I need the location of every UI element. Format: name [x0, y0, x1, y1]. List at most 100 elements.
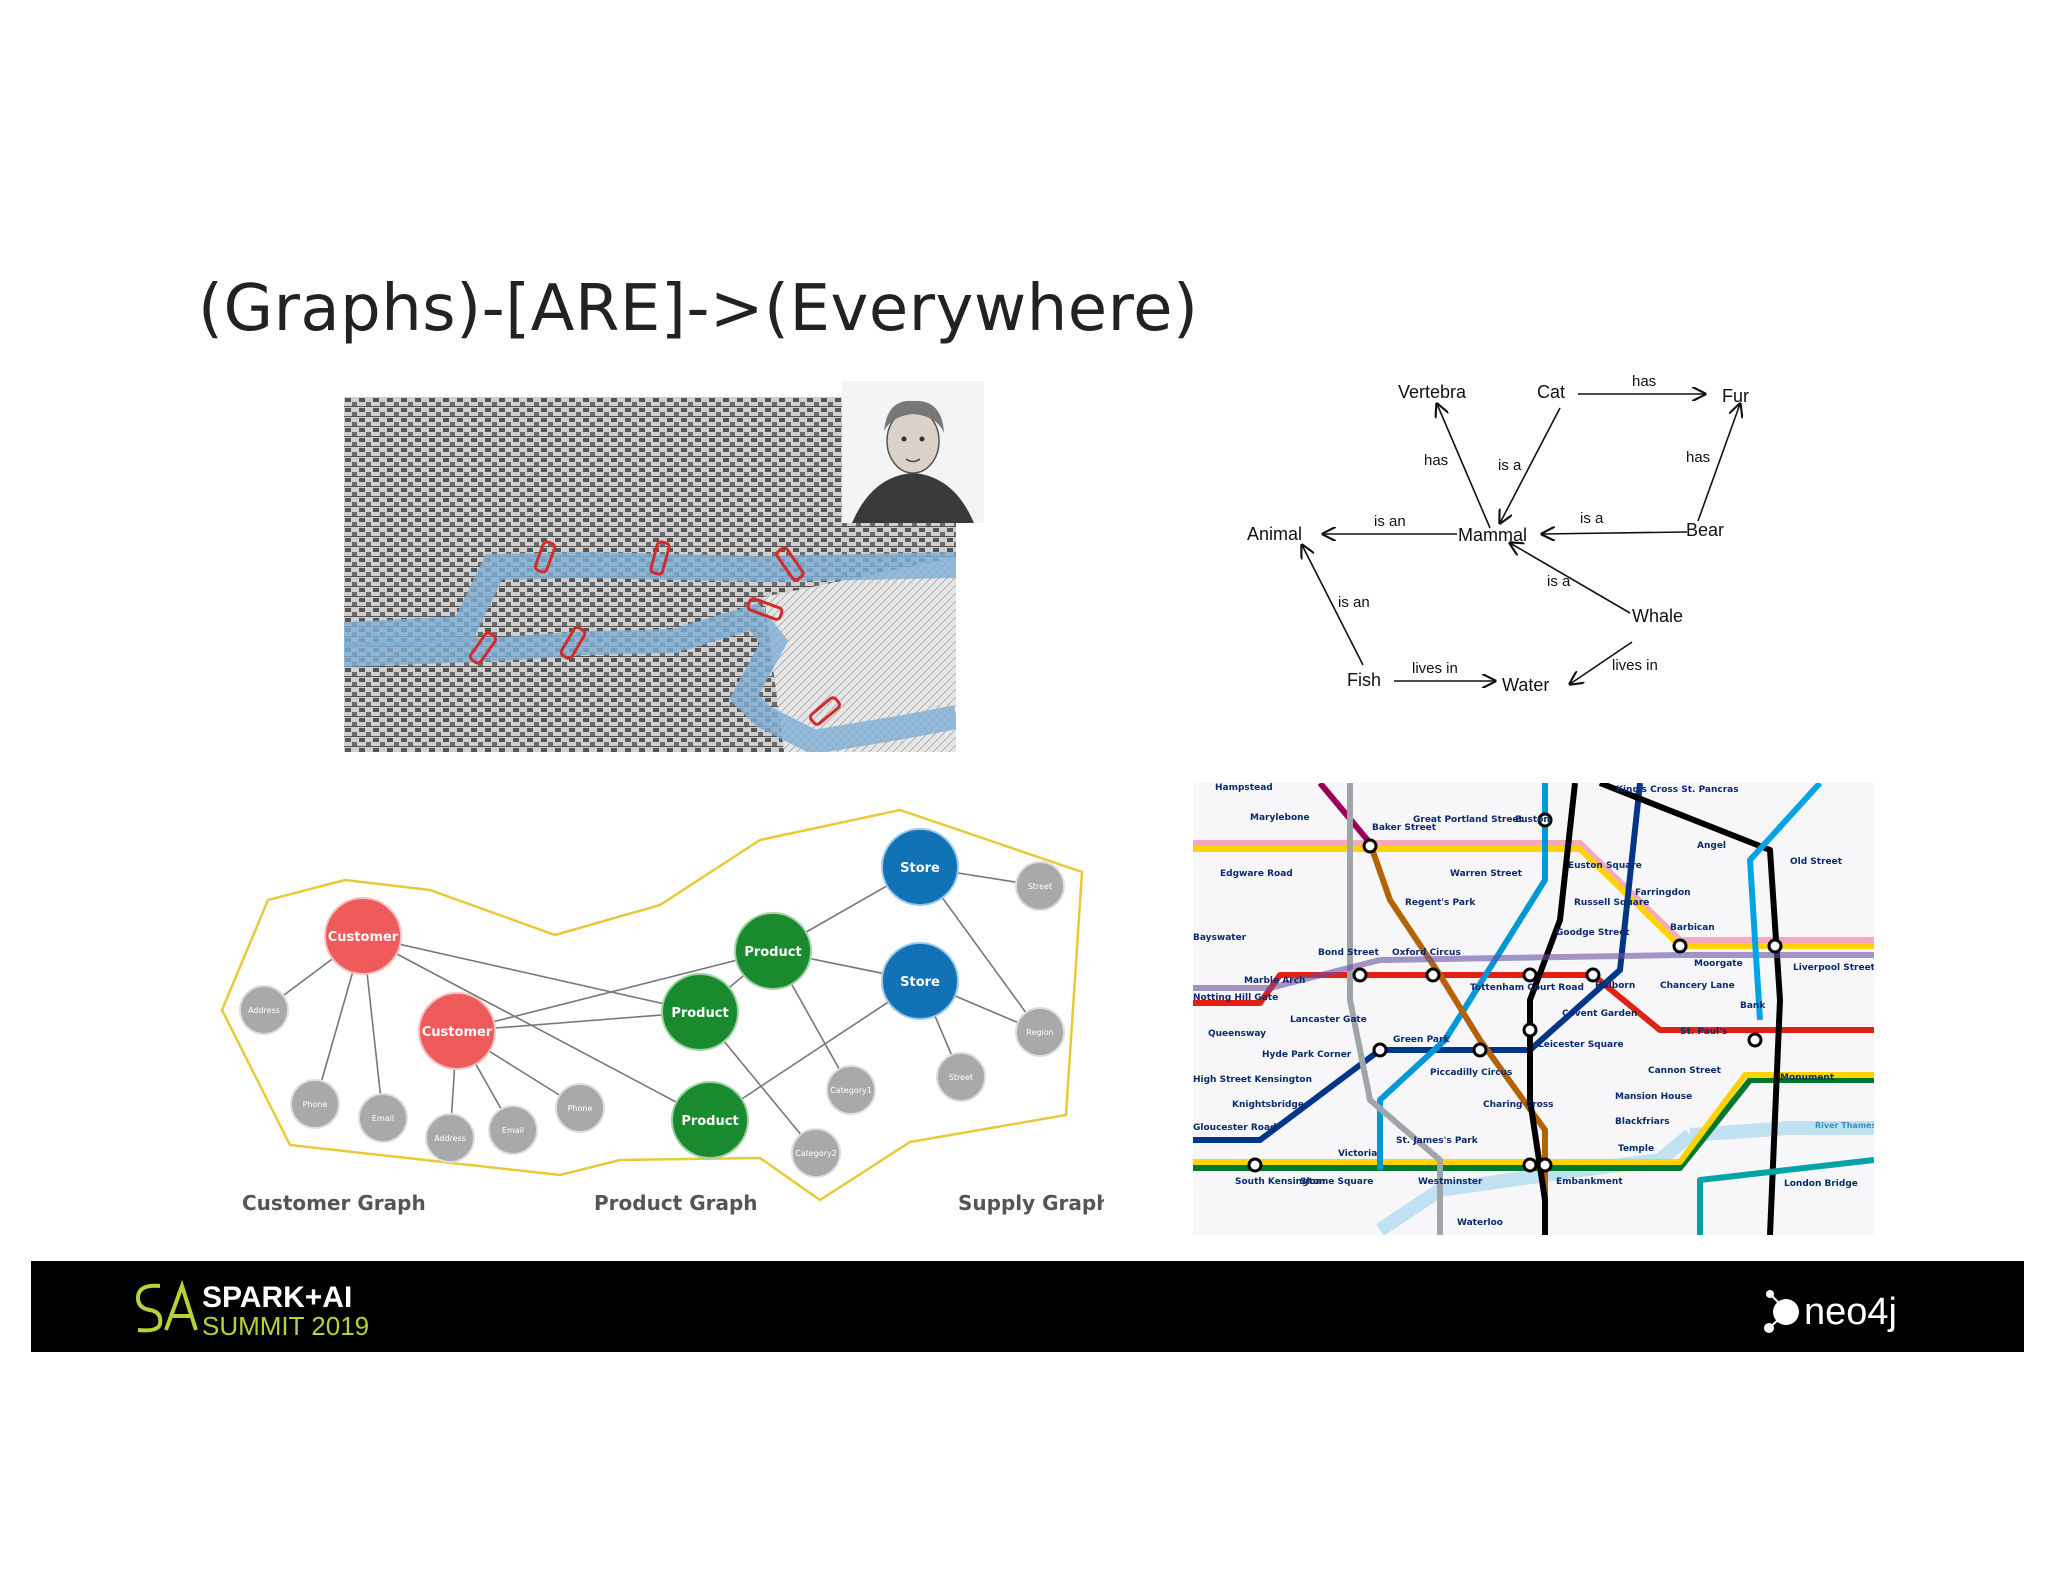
category-node [826, 1065, 876, 1115]
event-year: SUMMIT 2019 [202, 1311, 369, 1340]
station-covent-garden: Covent Garden [1562, 1009, 1637, 1019]
node-mammal: Mammal [1458, 525, 1527, 545]
email-label: Email [502, 1126, 524, 1135]
edge-label-bear-mammal: is a [1580, 510, 1604, 527]
edge-label-bear-fur: has [1686, 449, 1710, 466]
email-node [488, 1105, 538, 1155]
station-high-st-ken: High Street Kensington [1193, 1075, 1312, 1085]
station-st-pauls: St. Paul's [1680, 1027, 1727, 1037]
neo4j-logo: neo4j [1760, 1280, 1940, 1344]
supply-graph-caption: Supply Graph [958, 1191, 1104, 1215]
station-embankment: Embankment [1556, 1177, 1623, 1187]
node-vertebra: Vertebra [1398, 382, 1467, 402]
station-marble-arch: Marble Arch [1244, 976, 1305, 986]
product-node [671, 1081, 749, 1159]
station-chancery-lane: Chancery Lane [1660, 981, 1735, 991]
station-euston-square: Euston Square [1568, 861, 1642, 871]
edge-label-cat-fur: has [1632, 373, 1656, 390]
edge-label-whale-water: lives in [1612, 657, 1658, 674]
station-marylebone: Marylebone [1250, 813, 1310, 823]
station-bank: Bank [1740, 1001, 1766, 1011]
store-label: Store [900, 861, 940, 876]
phone-label: Phone [568, 1104, 593, 1113]
graph-outline [220, 808, 1084, 1202]
phone-label: Phone [303, 1100, 328, 1109]
station-edgware-road: Edgware Road [1220, 869, 1293, 879]
neo4j-graph-icon [1764, 1290, 1799, 1333]
station-farringdon: Farringdon [1635, 888, 1691, 898]
euler-portrait [842, 381, 984, 523]
station-charing-cross: Charing Cross [1483, 1100, 1554, 1110]
street-node [936, 1052, 986, 1102]
footer-bar [31, 1261, 2024, 1352]
region-label: Region [1026, 1028, 1053, 1037]
station-queensway: Queensway [1208, 1029, 1266, 1039]
station-angel: Angel [1697, 841, 1726, 851]
station-baker-street: Baker Street [1372, 823, 1437, 833]
product-graph-caption: Product Graph [594, 1191, 758, 1215]
customer-node [418, 992, 496, 1070]
station-barbican: Barbican [1670, 923, 1715, 933]
email-label: Email [372, 1114, 394, 1123]
station-cannon-street: Cannon Street [1648, 1066, 1722, 1076]
river-thames-label: River Thames [1815, 1121, 1874, 1130]
edge-label-cat-mammal: is a [1498, 457, 1522, 474]
neo4j-wordmark: neo4j [1804, 1291, 1897, 1333]
edge-label-mammal-animal: is an [1374, 513, 1406, 530]
edge-label-mammal-vertebra: has [1424, 452, 1448, 469]
product-label: Product [671, 1006, 728, 1021]
station-st-james: St. James's Park [1396, 1136, 1479, 1146]
station-leicester-square: Leicester Square [1538, 1040, 1624, 1050]
station-goodge-street: Goodge Street [1556, 928, 1630, 938]
station-sloane-square: Sloane Square [1300, 1177, 1373, 1187]
product-label: Product [681, 1114, 738, 1129]
node-bear: Bear [1686, 520, 1724, 540]
address-label: Address [434, 1134, 466, 1143]
station-regents-park: Regent's Park [1405, 898, 1476, 908]
station-great-portland: Great Portland Street [1413, 815, 1524, 825]
station-tottenham: Tottenham Court Road [1470, 983, 1584, 993]
station-russell-square: Russell Square [1574, 898, 1649, 908]
customer-graph-caption: Customer Graph [242, 1191, 426, 1215]
node-whale: Whale [1632, 606, 1683, 626]
station-moorgate: Moorgate [1694, 959, 1743, 969]
station-hampstead: Hampstead [1215, 783, 1273, 793]
station-waterloo: Waterloo [1457, 1218, 1503, 1228]
product-node [661, 973, 739, 1051]
edge-label-fish-water: lives in [1412, 660, 1458, 677]
email-node [358, 1093, 408, 1143]
retail-knowledge-graph: Customer Customer Product Product Produc… [214, 800, 1110, 1225]
station-knightsbridge: Knightsbridge [1232, 1100, 1304, 1110]
station-euston: Euston [1515, 815, 1550, 825]
station-westminster: Westminster [1418, 1177, 1483, 1187]
street-node [1015, 861, 1065, 911]
station-bayswater: Bayswater [1193, 933, 1247, 943]
address-node [425, 1113, 475, 1163]
station-notting-hill: Notting Hill Gate [1193, 993, 1278, 1003]
station-blackfriars: Blackfriars [1615, 1117, 1670, 1127]
london-tube-map: Marylebone Baker Street Great Portland S… [1193, 783, 1874, 1235]
street-label: Street [949, 1073, 973, 1082]
slide-title: (Graphs)-[ARE]->(Everywhere) [198, 272, 1199, 346]
edge-label-fish-animal: is an [1338, 594, 1370, 611]
region-node [1015, 1007, 1065, 1057]
customer-label: Customer [422, 1025, 493, 1040]
store-node [881, 828, 959, 906]
station-south-ken: South Kensington [1235, 1177, 1325, 1187]
station-holborn: Holborn [1595, 981, 1635, 991]
station-mansion-house: Mansion House [1615, 1092, 1692, 1102]
street-label: Street [1028, 882, 1052, 891]
station-monument: Monument [1780, 1073, 1835, 1083]
station-warren-street: Warren Street [1450, 869, 1523, 879]
customer-node [324, 897, 402, 975]
node-animal: Animal [1247, 524, 1302, 544]
node-fur: Fur [1722, 386, 1749, 406]
station-old-street: Old Street [1790, 857, 1843, 867]
event-name: SPARK+AI [202, 1281, 352, 1314]
phone-node [555, 1083, 605, 1133]
node-water: Water [1502, 675, 1549, 695]
station-green-park: Green Park [1393, 1035, 1450, 1045]
station-hyde-park: Hyde Park Corner [1262, 1050, 1352, 1060]
product-label: Product [744, 945, 801, 960]
sa-monogram-icon [135, 1279, 198, 1333]
